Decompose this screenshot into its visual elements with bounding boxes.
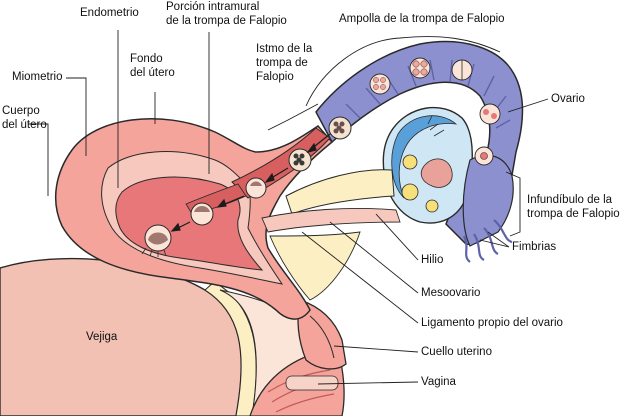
four-cell-stage [409,57,431,79]
label-mesoovario: Mesoovario [421,287,481,299]
morula-2 [288,148,312,172]
cervix-shape [297,299,347,370]
eight-cell-stage [369,73,391,95]
migration-arrows [170,133,331,232]
istmo-bracket [267,103,319,131]
label-infundibulo: Infundíbulo de la trompa de Falopio [527,194,620,220]
ovarian-ligament [261,207,401,233]
infundibulum [462,154,514,247]
label-vejiga: Vejiga [86,331,118,343]
cervical-canal [309,315,335,359]
oocyte-released [474,146,494,166]
ovulation-site [427,115,445,137]
blastocyst-1 [245,177,267,199]
follicle-1 [402,154,418,170]
two-cell-stage [451,59,473,81]
broad-ligament [269,231,361,301]
label-cuello: Cuello uterino [421,346,492,358]
leader-lines [28,30,549,385]
label-cuerpo: Cuerpo del útero [2,105,47,131]
follicle-2 [401,183,419,201]
fimbriae-fringe [462,219,513,263]
label-ligamento: Ligamento propio del ovario [421,317,563,329]
label-istmo: Istmo de la trompa de Falopio [256,43,313,83]
label-vagina: Vagina [421,376,456,388]
vagina-canal [285,375,339,391]
ovary-cortex [391,115,458,199]
label-endometrio: Endometrio [80,7,139,19]
infundibulo-bracket [505,171,521,237]
label-porcion-intramural: Porción intramural de la trompa de Falop… [166,1,287,27]
corpus-luteum [420,158,453,188]
follicle-3 [425,199,439,213]
label-hilio: Hilio [421,254,444,266]
morula-1 [328,116,352,140]
label-fondo: Fondo del útero [130,53,175,79]
label-ampolla: Ampolla de la trompa de Falopio [339,13,505,25]
label-miometrio: Miometrio [12,71,63,83]
label-fimbrias: Fimbrias [512,241,557,253]
ampulla-bracket [305,36,501,107]
mesovarium [285,169,395,215]
label-ovario: Ovario [551,93,585,105]
blastocyst-2 [190,202,214,226]
implanting-blastocyst [141,224,172,257]
fertilized-egg [479,103,501,125]
